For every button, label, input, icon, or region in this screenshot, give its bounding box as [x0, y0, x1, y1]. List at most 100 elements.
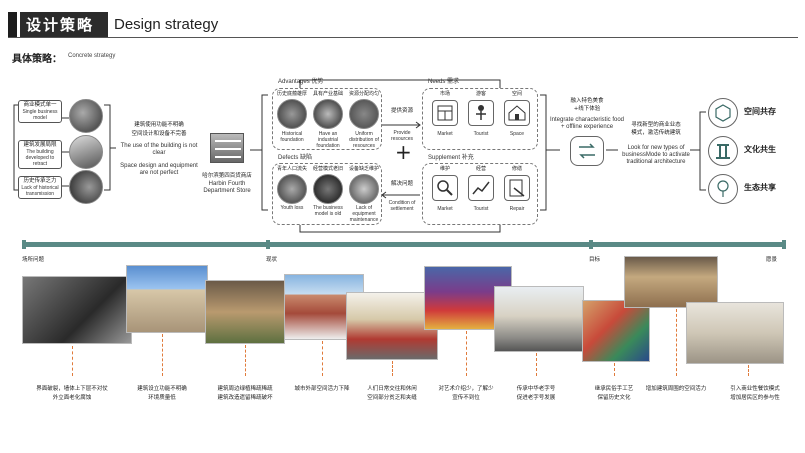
photo-circle-building-2: [69, 135, 103, 169]
advantages-title: Advantages 优势: [278, 79, 324, 85]
timeline-bar: [22, 242, 786, 247]
problem-cn: 历史传承乏力: [23, 178, 57, 184]
integrate-cn-1: 融入特色美食: [570, 98, 604, 104]
photo-crafts-market: [582, 300, 650, 362]
photo-circle-equipment: [349, 174, 379, 204]
connector-dash: [162, 334, 163, 376]
timeline-tick: [266, 240, 270, 249]
outcome-space-coexist: 空间共存: [744, 107, 776, 116]
photo-circle-industrial: [313, 99, 343, 129]
problem-box-single-business: 商业模式单一 Single business model: [18, 100, 62, 123]
section-title-en: Concrete strategy: [68, 53, 116, 59]
adv-item-en: Historical foundation: [280, 131, 304, 143]
def-item-cn: 青年人口流失: [276, 166, 307, 172]
needs-box: [422, 88, 538, 150]
solve-problem-en: Condition of settlement: [388, 200, 416, 212]
connector-dash: [748, 365, 749, 376]
note-function: 建筑设立功能不明确 环境质量低: [137, 386, 187, 401]
problem-cn: 商业模式单一: [23, 102, 57, 108]
outcome-culture-coexist: 文化共生: [744, 145, 776, 154]
note-brands: 传承中华老字号 促进老字号发展: [516, 386, 556, 401]
supp-col-label: 修缮: [511, 166, 522, 172]
supp-item: Tourist: [473, 206, 489, 212]
timeline-label-status: 现状: [266, 257, 278, 263]
store-name-cn: 哈尔滨第四百货商店: [202, 173, 252, 179]
note-greenery: 建筑周边绿植稀疏稀疏 建筑改造遗留稀疏破坏: [217, 386, 273, 401]
solve-problem-cn: 解决问题: [390, 181, 413, 187]
space-icon: [504, 100, 530, 126]
defects-title: Defects 缺陷: [278, 155, 313, 161]
timeline-tick: [22, 240, 26, 249]
adv-item-cn: 资源分配均匀: [348, 91, 379, 97]
provide-resources-cn: 提供资源: [390, 108, 413, 114]
title-accent-bar: [8, 12, 17, 38]
timeline-tick: [589, 240, 593, 249]
title-divider: [8, 37, 798, 38]
photo-circle-building-1: [69, 99, 103, 133]
magnifier-icon: [432, 175, 458, 201]
needs-title: Needs 需求: [428, 79, 460, 85]
def-item-en: The business model is old: [313, 205, 343, 217]
store-name-en: Harbin Fourth Department Store: [203, 181, 251, 194]
supp-item: Market: [437, 206, 453, 212]
problem-box-building-developed: 建筑发展局限 The building developed to retract: [18, 140, 62, 169]
timeline-label-goal: 目标: [589, 257, 601, 263]
newmode-cn-1: 寻找新型的商业业态: [631, 122, 681, 128]
note-vitality: 城市外部空间活力下降: [294, 386, 350, 392]
problem-en: The building developed to retract: [25, 149, 55, 167]
advantages-box: [272, 88, 382, 150]
tree-icon: [708, 174, 738, 204]
connector-dash: [676, 309, 677, 376]
integrate-en: Integrate characteristic food + offline …: [549, 117, 625, 130]
page-title-en: Design strategy: [114, 16, 219, 33]
connector-dash: [72, 346, 73, 376]
need-item: Space: [509, 131, 525, 137]
adv-item-en: Uniform distribution of resources: [349, 131, 379, 149]
column-icon: [708, 136, 738, 166]
issue-use-en: The use of the building is not clear: [120, 143, 198, 156]
problem-en: Single business model: [22, 109, 58, 121]
photo-circle-youth: [277, 174, 307, 204]
photo-circle-resources: [349, 99, 379, 129]
need-col-label: 游客: [475, 91, 486, 97]
need-item: Market: [437, 131, 453, 137]
newmode-cn-2: 模式，激活传统建筑: [631, 130, 681, 136]
connector-dash: [536, 353, 537, 376]
photo-interior-hall: [686, 302, 784, 364]
need-col-label: 市场: [439, 91, 450, 97]
supplement-box: [422, 163, 538, 225]
problem-cn: 建筑发展局限: [23, 142, 57, 148]
photo-shopfronts: [346, 292, 438, 360]
photo-street-trees: [205, 280, 285, 344]
store-building-image: [210, 133, 244, 163]
diagram-connectors: [13, 79, 706, 233]
tourist-icon: [468, 100, 494, 126]
issue-space-en: Space design and equipment are not perfe…: [120, 163, 198, 176]
photo-building-blue-sky: [126, 265, 208, 333]
timeline-label-vision: 愿景: [766, 257, 778, 263]
photo-historic-building: [624, 256, 718, 308]
photo-circle-business: [313, 174, 343, 204]
outcome-ecology-share: 生态共享: [744, 183, 776, 192]
supplement-title: Supplement 补充: [428, 155, 474, 161]
integrate-cn-2: +线下体验: [573, 106, 601, 112]
note-dining: 引入商业性餐饮模式 增加居民区的参与性: [730, 386, 780, 401]
section-title-cn: 具体策略：: [12, 54, 62, 65]
market-icon: [432, 100, 458, 126]
note-space-vitality: 增加建筑周围的空间活力: [645, 386, 707, 392]
photo-old-street-cars: [494, 286, 584, 352]
connector-dash: [392, 361, 393, 376]
connector-dash: [466, 331, 467, 376]
issue-space-cn: 空间设计和设备不完善: [131, 131, 187, 137]
def-item-en: Lack of equipment maintenance: [349, 205, 379, 223]
exchange-icon: [570, 136, 604, 166]
need-col-label: 空间: [511, 91, 522, 97]
newmode-en: Look for new types of businessMode to ac…: [622, 145, 690, 165]
supp-item: Repair: [509, 206, 525, 212]
issue-use-cn: 建筑使用功能不明确: [134, 122, 184, 128]
connector-dash: [322, 341, 323, 376]
note-art: 对艺术介绍少，了解少 宣传不到位: [438, 386, 494, 401]
note-crafts: 继承民俗手工艺 保留历史文化: [594, 386, 634, 401]
adv-item-cn: 具有产业基础: [312, 91, 343, 97]
plus-sign: +: [395, 140, 412, 164]
